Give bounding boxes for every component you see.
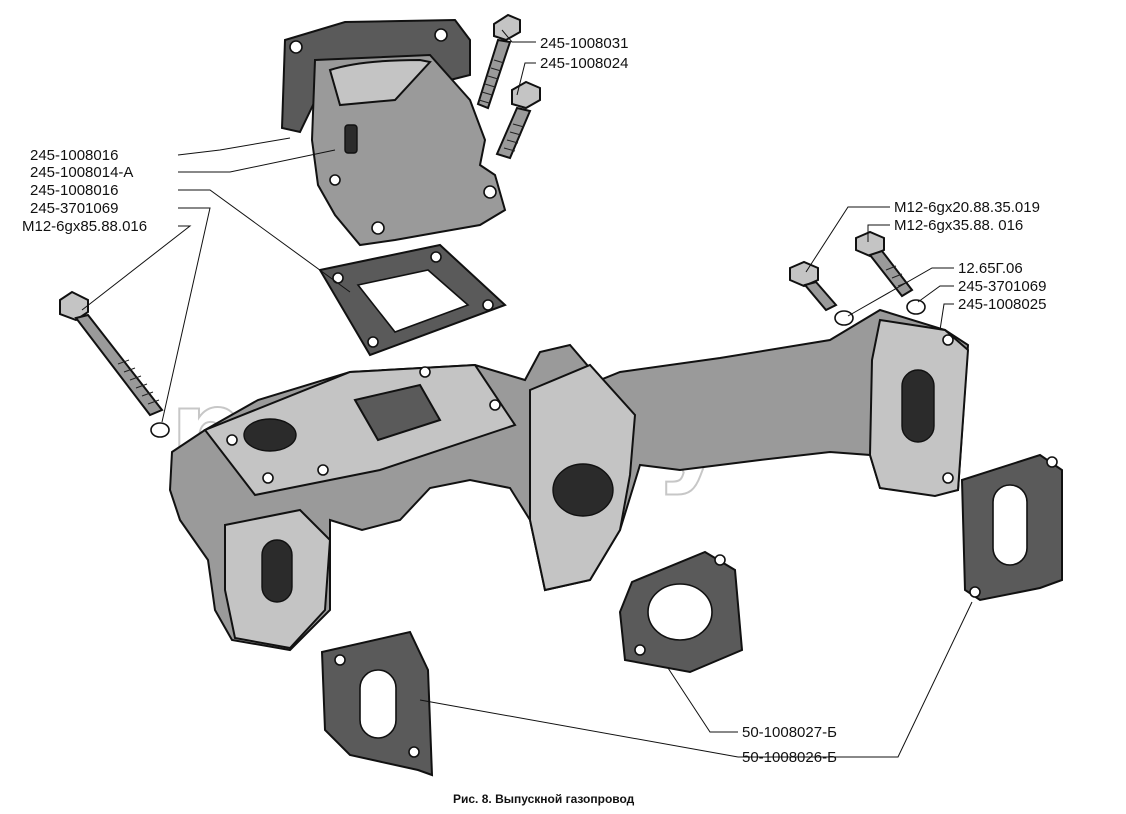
bolt-m12-20	[789, 260, 838, 312]
label-washer-069-left: 245-3701069	[30, 200, 118, 217]
label-bolt-m12-20: М12-6gx20.88.35.019	[894, 199, 1040, 216]
label-gasket-026: 50-1008026-Б	[742, 749, 837, 766]
figure-caption: Рис. 8. Выпускной газопровод	[453, 792, 635, 806]
washer-right	[906, 299, 926, 315]
label-gasket-027: 50-1008027-Б	[742, 724, 837, 741]
label-gasket-025: 245-1008025	[958, 296, 1046, 313]
part-labels: 245-1008031 245-1008024 245-1008016 245-…	[22, 35, 1046, 766]
exhaust-manifold-body	[168, 308, 970, 652]
label-bolt-long: М12-6gx85.88.016	[22, 218, 147, 235]
gasket-50-1008027	[618, 550, 744, 674]
bolt-245-1008031	[476, 13, 521, 110]
label-bolt-024: 245-1008024	[540, 55, 628, 72]
bolt-m12-35	[855, 230, 914, 298]
label-gasket-016-a: 245-1008016	[30, 147, 118, 164]
label-bolt-031: 245-1008031	[540, 35, 628, 52]
label-gasket-016-b: 245-1008016	[30, 182, 118, 199]
washer-12-65	[834, 310, 854, 326]
label-bolt-m12-35: М12-6gx35.88. 016	[894, 217, 1023, 234]
long-bolt-m12-85	[59, 290, 164, 417]
elbow-adapter-part	[280, 18, 507, 247]
label-elbow-014: 245-1008014-А	[30, 164, 133, 181]
label-washer-12-65: 12.65Г.06	[958, 260, 1023, 277]
square-gasket-part	[318, 243, 507, 357]
leader-lines	[81, 29, 973, 758]
gasket-50-1008026-left	[320, 630, 434, 777]
washer-left	[150, 422, 170, 438]
gasket-50-1008026-right	[960, 453, 1063, 602]
bolt-245-1008024	[495, 80, 541, 160]
label-washer-069-right: 245-3701069	[958, 278, 1046, 295]
